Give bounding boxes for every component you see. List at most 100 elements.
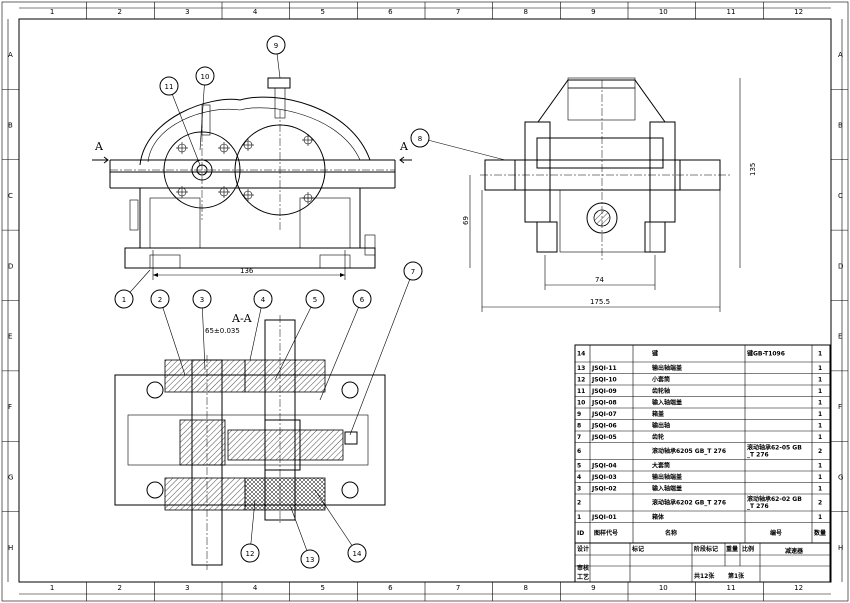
bom-code: JSQI-03	[591, 474, 617, 481]
balloon	[266, 35, 286, 55]
balloon-number: 2	[158, 296, 162, 304]
bom-qty: 1	[818, 514, 822, 521]
dim-74: 74	[595, 276, 604, 284]
column-label: 1	[50, 584, 54, 592]
bom-no: 1	[577, 514, 581, 521]
column-label: 10	[659, 8, 668, 16]
balloon-number: 1	[122, 296, 126, 304]
row-label: B	[838, 122, 843, 130]
bom-header-material: 编号	[770, 529, 782, 537]
bom-name: 小套筒	[651, 375, 670, 383]
bom-name: 齿轮	[652, 433, 664, 441]
column-label: 4	[253, 8, 258, 16]
column-label: 12	[794, 8, 803, 16]
balloon	[347, 543, 367, 563]
row-label: B	[8, 122, 13, 130]
balloon	[403, 261, 423, 281]
bom-code: JSQI-04	[591, 462, 617, 469]
column-label: 3	[185, 8, 189, 16]
column-label: 1	[50, 8, 54, 16]
tb-mark: 标记	[631, 545, 644, 553]
bom-no: 3	[577, 485, 581, 492]
bom-name: 输入轴端盖	[652, 484, 682, 492]
balloon	[159, 76, 179, 96]
column-label: 2	[118, 584, 122, 592]
balloon	[305, 289, 325, 309]
column-label: 7	[456, 8, 460, 16]
column-label: 6	[388, 584, 393, 592]
section-marker-left: A	[94, 140, 104, 153]
bom-qty: 1	[818, 388, 822, 395]
balloon	[300, 549, 320, 569]
row-label: F	[8, 403, 12, 411]
bom-code: JSQI-07	[591, 411, 617, 418]
bom-no: 9	[577, 411, 581, 418]
bom-code: JSQI-10	[591, 376, 617, 383]
row-label: H	[8, 544, 13, 552]
dim-69: 69	[462, 216, 470, 225]
bom-no: 12	[577, 376, 585, 383]
bom-qty: 1	[818, 422, 822, 429]
bom-header-name: 名称	[665, 529, 677, 537]
column-label: 10	[659, 584, 668, 592]
bom-header-qty: 数量	[814, 529, 826, 537]
dim-175-5: 175.5	[590, 298, 610, 306]
bom-header-no: ID	[577, 530, 584, 537]
balloon	[114, 289, 134, 309]
front-view: A A 136	[92, 77, 412, 280]
tb-sheet: 第1张	[727, 572, 745, 580]
column-label: 12	[794, 584, 803, 592]
column-label: 7	[456, 584, 460, 592]
row-label: C	[8, 192, 13, 200]
bom-code: JSQI-06	[591, 422, 617, 429]
balloon-number: 7	[411, 268, 415, 276]
bom-qty: 1	[818, 351, 822, 358]
bom-code: JSQI-09	[591, 388, 617, 395]
tb-review: 审核	[577, 564, 589, 572]
tb-name: 减速器	[785, 547, 804, 555]
bom-qty: 1	[818, 434, 822, 441]
bom-name: 输出轴端盖	[652, 473, 682, 481]
tb-stage-mark: 阶段标记	[694, 545, 718, 553]
column-label: 6	[388, 8, 393, 16]
bom-name: 滚动轴承6205 GB_T 276	[652, 447, 726, 455]
row-label: G	[838, 473, 843, 481]
column-label: 9	[591, 584, 595, 592]
bom-name: 箱盖	[652, 410, 664, 418]
bom-qty: 2	[818, 448, 822, 455]
bom-no: 13	[577, 365, 585, 372]
balloon-number: 4	[261, 296, 266, 304]
row-label: E	[8, 333, 12, 341]
column-label: 5	[321, 8, 325, 16]
bom-no: 14	[577, 351, 585, 358]
bom-qty: 1	[818, 485, 822, 492]
column-label: 11	[727, 584, 736, 592]
bom-qty: 1	[818, 399, 822, 406]
bom-name: 输入轴端盖	[652, 398, 682, 406]
balloon-number: 12	[246, 550, 255, 558]
bom-qty: 2	[818, 500, 822, 507]
bom-name: 滚动轴承6202 GB_T 276	[652, 499, 726, 507]
section-label: A-A	[231, 312, 253, 325]
bom-name: 大套筒	[652, 461, 670, 469]
balloon	[192, 289, 212, 309]
balloon	[352, 289, 372, 309]
column-label: 3	[185, 584, 189, 592]
side-view: 69 135 74 175.5	[462, 77, 757, 312]
balloon-number: 3	[200, 296, 204, 304]
row-label: C	[838, 192, 843, 200]
balloon	[253, 289, 273, 309]
balloon-number: 11	[165, 83, 174, 91]
row-label: E	[838, 333, 842, 341]
column-label: 5	[321, 584, 325, 592]
bom-no: 4	[577, 474, 581, 481]
bom-no: 7	[577, 434, 581, 441]
balloon-number: 9	[274, 42, 278, 50]
bom-name: 输出轴	[652, 421, 670, 429]
column-label: 9	[591, 8, 595, 16]
bom-material: 键GB-T1096	[746, 350, 785, 358]
section-marker-right: A	[399, 140, 409, 153]
title-block: 设计 标记 阶段标记 重量 比例 减速器 审核 工艺 共12张 第1张	[574, 542, 831, 583]
